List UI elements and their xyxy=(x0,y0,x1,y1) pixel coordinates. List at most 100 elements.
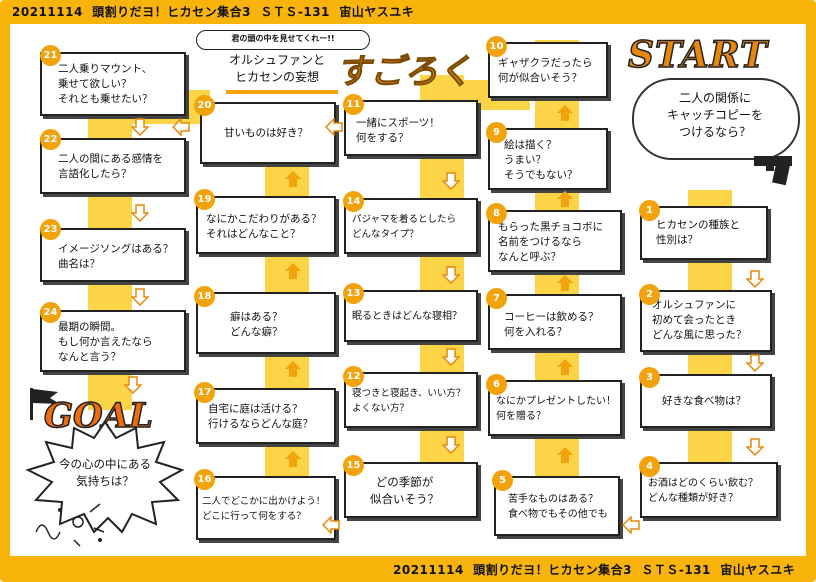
square-4[interactable]: お酒はどのくらい飲む？ どんな種類が好き？ xyxy=(640,462,778,518)
square-8-text: もらった黒チョコボに 名前をつけるなら なんと呼ぶ？ xyxy=(498,221,603,263)
square-14-number: 14 xyxy=(343,191,364,212)
square-14[interactable]: パジャマを着るとしたら どんなタイプ？ xyxy=(344,198,478,254)
square-11[interactable]: 一緒にスポーツ！ 何をする？ xyxy=(344,100,478,156)
goal-question: 今の心の中にある 気持ちは？ xyxy=(59,457,151,488)
square-6-text: なにかプレゼントしたい！ 何を贈る？ xyxy=(496,396,616,422)
square-10[interactable]: ギャザクラだったら 何が似合いそう？ xyxy=(488,42,608,98)
square-8[interactable]: もらった黒チョコボに 名前をつけるなら なんと呼ぶ？ xyxy=(488,210,622,272)
square-6[interactable]: なにかプレゼントしたい！ 何を贈る？ xyxy=(488,380,622,436)
square-21-number: 21 xyxy=(40,45,61,66)
square-17[interactable]: 自宅に庭は活ける？ 行けるならどんな庭？ xyxy=(196,388,336,444)
square-5-text: 苦手なものはある？ 食べ物でもその他でも xyxy=(508,494,608,520)
square-13[interactable]: 眠るときはどんな寝相？ xyxy=(344,290,478,342)
arrow-down-icon xyxy=(130,118,150,137)
arrow-down-icon xyxy=(130,288,150,307)
square-16-text: 二人でどこかに出かけよう！ どこに行って何をする？ xyxy=(202,496,326,522)
square-16[interactable]: 二人でどこかに出かけよう！ どこに行って何をする？ xyxy=(196,476,336,540)
arrow-down-icon xyxy=(745,270,765,289)
arrow-down-icon xyxy=(123,376,143,395)
square-23-text: イメージソングはある？ 曲名は？ xyxy=(58,243,174,270)
arrow-up-icon xyxy=(556,104,574,122)
square-6-number: 6 xyxy=(486,374,507,395)
square-21-text: 二人乗りマウント、 乗せて欲しい？ それとも乗せたい？ xyxy=(58,63,153,105)
square-5-number: 5 xyxy=(492,470,513,491)
doodle-decoration xyxy=(30,492,110,548)
start-cloud xyxy=(632,78,800,160)
pistol-icon xyxy=(752,152,796,186)
square-1-number: 1 xyxy=(639,200,660,221)
square-11-number: 11 xyxy=(343,94,364,115)
square-10-text: ギャザクラだったら 何が似合いそう？ xyxy=(498,57,593,84)
square-13-number: 13 xyxy=(343,283,364,304)
square-19[interactable]: なにかこだわりがある？ それはどんなこと？ xyxy=(196,196,336,254)
start-label: START xyxy=(627,33,768,77)
title-subtitle: オルシュファンと ヒカセンの妄想 xyxy=(228,53,325,84)
arrow-down-icon xyxy=(441,266,461,285)
square-7[interactable]: コーヒーは飲める？ 何を入れる？ xyxy=(488,294,622,350)
square-1[interactable]: ヒカセンの種族と 性別は？ xyxy=(640,206,768,260)
arrow-up-icon xyxy=(284,170,302,188)
square-13-text: 眠るときはどんな寝相？ xyxy=(352,311,462,322)
header-text: 20211114 頭割りだヨ！ヒカセン集合3 ＳＴＳ-131 宙山ヤスユキ xyxy=(12,5,415,19)
title-bubble-text: 君の頭の中を見せてくれー!! xyxy=(231,34,335,43)
title-main: すごろく xyxy=(336,52,473,93)
arrow-up-icon xyxy=(556,274,574,292)
square-11-text: 一緒にスポーツ！ 何をする？ xyxy=(356,117,440,144)
square-23-number: 23 xyxy=(40,219,61,240)
start-question: 二人の関係に キャッチコピーを つけるなら？ xyxy=(666,91,763,139)
square-18-number: 18 xyxy=(194,286,215,307)
square-15-text: どの季節が 似合いそう？ xyxy=(370,475,439,506)
square-9-text: 絵は描く？ うまい？ そうでもない？ xyxy=(504,139,578,181)
arrow-down-icon xyxy=(441,348,461,367)
square-2[interactable]: オルシュファンに 初めて会ったとき どんな風に思った？ xyxy=(640,290,772,352)
square-22-number: 22 xyxy=(40,129,61,150)
square-20-number: 20 xyxy=(194,95,215,116)
title-underline xyxy=(226,90,338,94)
square-9[interactable]: 絵は描く？ うまい？ そうでもない？ xyxy=(488,128,608,190)
arrow-down-icon xyxy=(441,172,461,191)
square-15-number: 15 xyxy=(343,455,364,476)
arrow-down-icon xyxy=(130,204,150,223)
square-15[interactable]: どの季節が 似合いそう？ xyxy=(344,462,478,518)
square-5[interactable]: 苦手なものはある？ 食べ物でもその他でも xyxy=(494,476,620,536)
title-bubble xyxy=(196,30,370,50)
square-20[interactable]: 甘いものは好き？ xyxy=(200,102,336,164)
arrow-left-icon xyxy=(324,117,343,137)
square-12-number: 12 xyxy=(343,366,364,387)
square-18-text: 癖はある？ どんな癖？ xyxy=(230,311,283,338)
arrow-left-icon xyxy=(621,515,640,535)
arrow-up-icon xyxy=(284,360,302,378)
arrow-up-icon xyxy=(284,450,302,468)
footer-text: 20211114 頭割りだヨ！ヒカセン集合3 ＳＴＳ-131 宙山ヤスユキ xyxy=(393,563,796,577)
arrow-up-icon xyxy=(556,446,574,464)
square-3[interactable]: 好きな食べ物は？ xyxy=(640,374,772,428)
arrow-up-icon xyxy=(556,190,574,208)
arrow-down-icon xyxy=(745,438,765,457)
square-4-number: 4 xyxy=(639,456,660,477)
arrow-left-icon xyxy=(171,117,190,137)
square-22[interactable]: 二人の間にある感情を 言語化したら？ xyxy=(40,138,186,194)
arrow-down-icon xyxy=(441,436,461,455)
square-19-number: 19 xyxy=(194,189,215,210)
square-16-number: 16 xyxy=(194,469,215,490)
square-23[interactable]: イメージソングはある？ 曲名は？ xyxy=(40,228,186,282)
square-24[interactable]: 最期の瞬間。 もし何か言えたなら なんと言う？ xyxy=(40,310,186,372)
flag-icon xyxy=(28,386,68,420)
square-4-text: お酒はどのくらい飲む？ どんな種類が好き？ xyxy=(648,478,758,504)
square-21[interactable]: 二人乗りマウント、 乗せて欲しい？ それとも乗せたい？ xyxy=(40,52,186,116)
square-10-number: 10 xyxy=(486,36,507,57)
square-17-text: 自宅に庭は活ける？ 行けるならどんな庭？ xyxy=(208,403,313,430)
square-12-text: 寝つきと寝起き、いい方？ よくない方？ xyxy=(352,388,466,414)
square-12[interactable]: 寝つきと寝起き、いい方？ よくない方？ xyxy=(344,372,478,428)
square-3-number: 3 xyxy=(639,367,660,388)
square-19-text: なにかこだわりがある？ それはどんなこと？ xyxy=(206,213,322,240)
square-20-text: 甘いものは好き？ xyxy=(224,127,308,139)
square-2-number: 2 xyxy=(639,284,660,305)
square-9-number: 9 xyxy=(486,122,507,143)
square-1-text: ヒカセンの種族と 性別は？ xyxy=(656,219,740,246)
square-18[interactable]: 癖はある？ どんな癖？ xyxy=(196,292,336,354)
arrow-down-icon xyxy=(745,354,765,373)
square-22-text: 二人の間にある感情を 言語化したら？ xyxy=(58,153,163,180)
square-8-number: 8 xyxy=(486,203,507,224)
